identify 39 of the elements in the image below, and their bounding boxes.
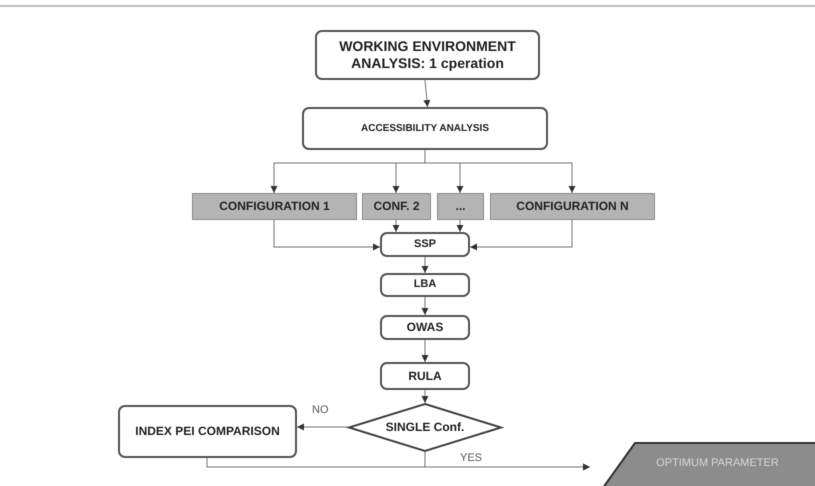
- arrow: [392, 220, 400, 232]
- process-box: [315, 30, 540, 80]
- configuration-box: [362, 193, 431, 220]
- configuration-box: [437, 193, 484, 220]
- configuration-box: [192, 193, 357, 220]
- arrow: [274, 220, 380, 250]
- node-label: CONF. 2: [373, 199, 420, 214]
- node-label: INDEX PEI COMPARISON: [135, 424, 280, 439]
- process-box: [302, 107, 548, 150]
- node-label: CONFIGURATION 1: [219, 199, 330, 214]
- process-box: [380, 315, 470, 340]
- node-label: OPTIMUM PARAMETER: [656, 457, 779, 471]
- process-box: [380, 362, 470, 390]
- arrow: [422, 390, 428, 404]
- arrow: [206, 458, 590, 470]
- arrow: [423, 80, 430, 108]
- process-box: [118, 405, 297, 458]
- node-label: OWAS: [406, 320, 444, 335]
- edge-label: YES: [458, 452, 484, 464]
- node-label: CONFIGURATION N: [516, 199, 629, 214]
- arrow: [422, 256, 428, 274]
- arrow: [424, 150, 576, 194]
- configuration-box: [490, 193, 655, 220]
- node-label: SSP: [414, 238, 436, 252]
- arrow: [470, 220, 572, 250]
- node-label: WORKING ENVIRONMENT ANALYSIS: 1 cperation: [338, 38, 517, 72]
- arrow: [296, 424, 348, 430]
- arrow: [422, 296, 428, 316]
- decision-diamond: [348, 403, 502, 452]
- process-box: [380, 273, 470, 297]
- process-box: [380, 232, 470, 257]
- arrow: [456, 220, 464, 232]
- node-label: ACCESSIBILITY ANALYSIS: [361, 122, 489, 134]
- node-label: LBA: [414, 278, 436, 292]
- edge-label: NO: [310, 404, 330, 416]
- node-label: RULA: [408, 368, 442, 384]
- node-label: ...: [455, 199, 466, 214]
- node-label: SINGLE Conf.: [386, 420, 464, 435]
- arrow: [422, 340, 428, 362]
